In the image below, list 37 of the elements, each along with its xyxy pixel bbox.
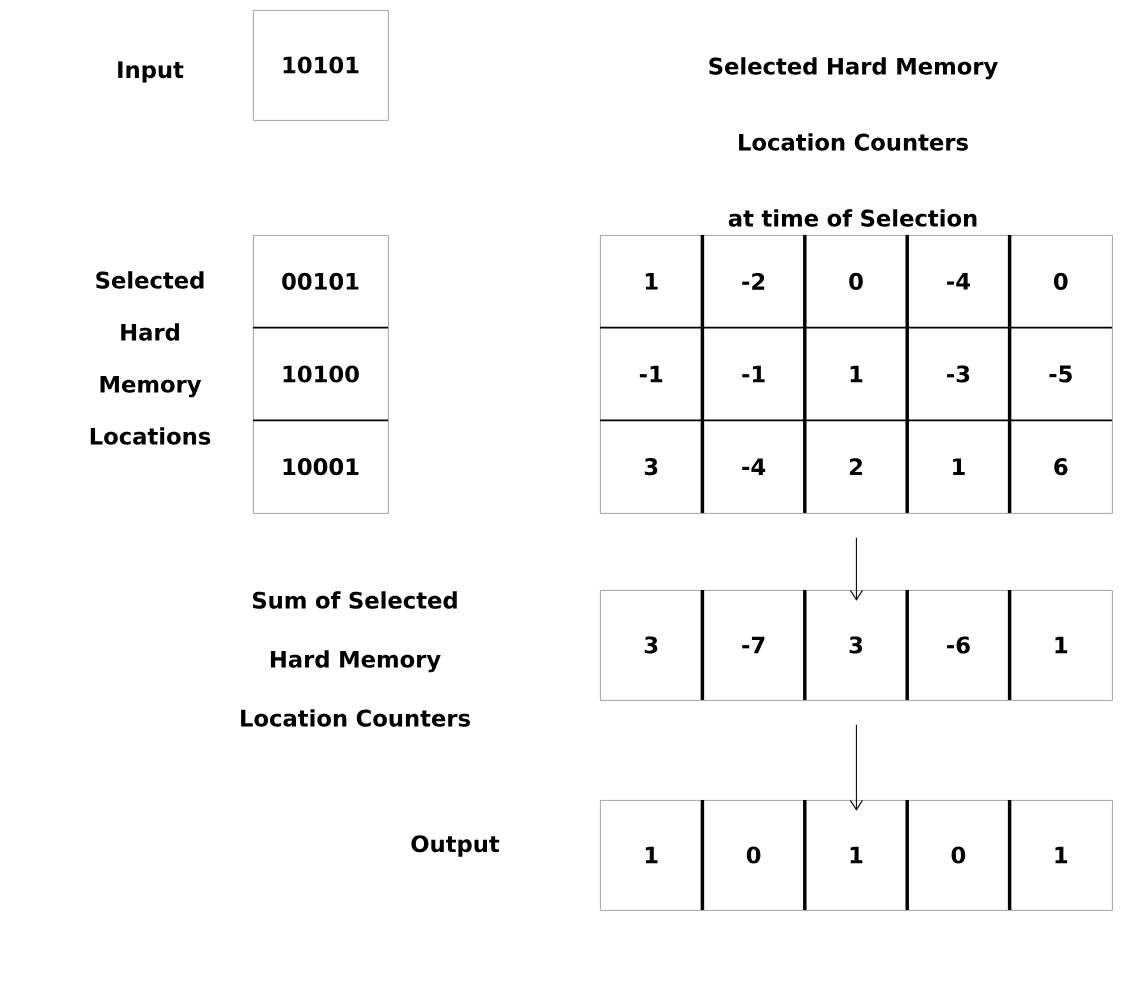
- cell-value: 1: [850, 846, 863, 864]
- heading: Output: [411, 835, 500, 857]
- arrow: [849, 537, 863, 601]
- cell-value: 1: [850, 365, 863, 383]
- arrow: [849, 724, 863, 811]
- cell-value: -1: [639, 365, 663, 383]
- cell-value: 6: [1054, 458, 1068, 476]
- cell-value: -4: [742, 458, 766, 475]
- heading: Selected Hard Memory Locations: [90, 271, 211, 445]
- cell-value: 0: [951, 846, 966, 864]
- cell-value: 3: [849, 636, 863, 654]
- cell-value: 2: [849, 458, 862, 476]
- cell-value: -3: [947, 365, 970, 383]
- cell-value: -2: [742, 272, 765, 290]
- cell-value: 3: [644, 458, 658, 476]
- cell-value: 0: [746, 846, 761, 864]
- sum-row: [600, 590, 1113, 701]
- cell-value: 10001: [283, 458, 359, 476]
- heading: Input: [118, 61, 184, 83]
- cell-value: 3: [644, 636, 658, 654]
- cell-value: -6: [947, 636, 970, 654]
- input-box: 10101: [253, 10, 389, 121]
- cell-value: 1: [645, 273, 658, 290]
- cell-value: 1: [953, 458, 965, 475]
- label-text: Sum of Selected Hard Memory Location Counters: [241, 591, 470, 727]
- cell-value: -5: [1049, 365, 1072, 383]
- cell-value: 0: [849, 272, 863, 290]
- cell-value: -7: [742, 636, 765, 654]
- cell-value: 00101: [282, 272, 359, 290]
- heading: Selected Hard Memory Location Counters at time of Selection: [709, 57, 998, 227]
- cell-value: 1: [645, 846, 658, 864]
- cell-value: -1: [742, 365, 765, 383]
- cell-value: 1: [1055, 636, 1068, 654]
- cell-value: 0: [1054, 272, 1068, 290]
- cell-value: 10100: [283, 365, 359, 383]
- cell-value: 1: [1055, 846, 1068, 864]
- cell-value: -4: [947, 273, 970, 290]
